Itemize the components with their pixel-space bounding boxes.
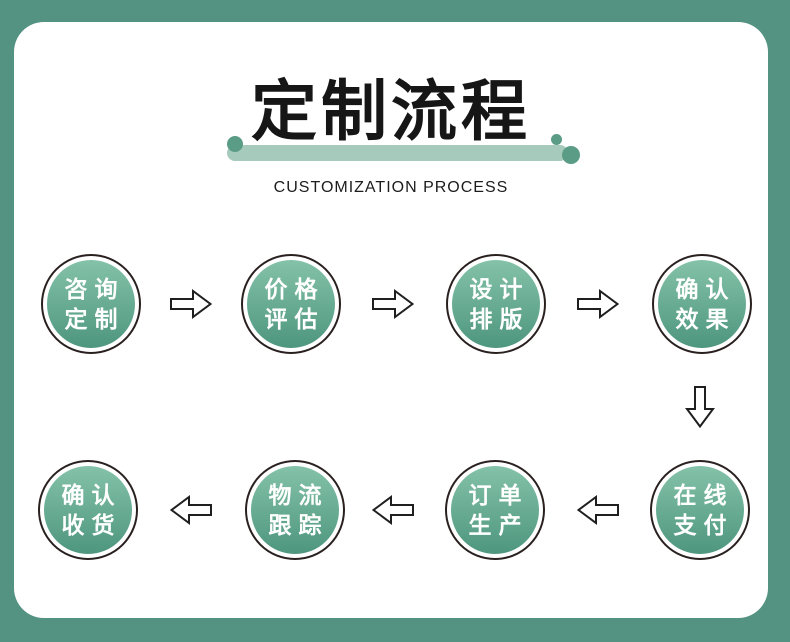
flow-step-confirm-effect: 确认 效果 [652,254,752,354]
flow-step-inner: 订单 生产 [451,466,539,554]
flow-step-consult-customize: 咨询 定制 [41,254,141,354]
accent-dot-icon [562,146,580,164]
step-label-line1: 设计 [469,276,530,302]
arrow-left-icon [170,495,212,525]
flow-step-inner: 确认 收货 [44,466,132,554]
flow-step-confirm-receipt: 确认 收货 [38,460,138,560]
flow-step-inner: 咨询 定制 [47,260,135,348]
accent-dot-icon [551,134,562,145]
step-label-line2: 收货 [61,512,122,538]
flow-step-inner: 在线 支付 [656,466,744,554]
flow-step-inner: 确认 效果 [658,260,746,348]
page-title: 定制流程 [251,74,531,148]
step-label-line2: 支付 [673,512,734,538]
arrow-right-icon [170,289,212,319]
arrow-right-icon [577,289,619,319]
content-card: 定制流程 CUSTOMIZATION PROCESS 咨询 定制 价格 评估 设… [14,22,768,618]
accent-dot-icon [227,136,243,152]
title-underline-bar [227,145,568,161]
step-label-line2: 评估 [264,306,325,332]
arrow-left-icon [372,495,414,525]
flow-step-price-evaluation: 价格 评估 [241,254,341,354]
step-label-line1: 确认 [61,482,122,508]
step-label-line2: 生产 [468,512,529,538]
step-label-line2: 跟踪 [268,512,329,538]
flow-step-inner: 设计 排版 [452,260,540,348]
flow-step-inner: 价格 评估 [247,260,335,348]
step-label-line2: 定制 [64,306,125,332]
arrow-right-icon [372,289,414,319]
step-label-line2: 排版 [469,306,530,332]
flow-step-order-production: 订单 生产 [445,460,545,560]
page-subtitle: CUSTOMIZATION PROCESS [273,179,509,196]
step-label-line1: 在线 [673,482,734,508]
step-label-line1: 价格 [264,276,325,302]
flow-step-inner: 物流 跟踪 [251,466,339,554]
flow-step-online-payment: 在线 支付 [650,460,750,560]
step-label-line1: 咨询 [64,276,125,302]
step-label-line2: 效果 [675,306,736,332]
arrow-down-icon [685,386,715,428]
step-label-line1: 物流 [268,482,329,508]
step-label-line1: 订单 [468,482,529,508]
step-label-line1: 确认 [675,276,736,302]
flow-step-design-layout: 设计 排版 [446,254,546,354]
arrow-left-icon [577,495,619,525]
flow-step-logistics-tracking: 物流 跟踪 [245,460,345,560]
